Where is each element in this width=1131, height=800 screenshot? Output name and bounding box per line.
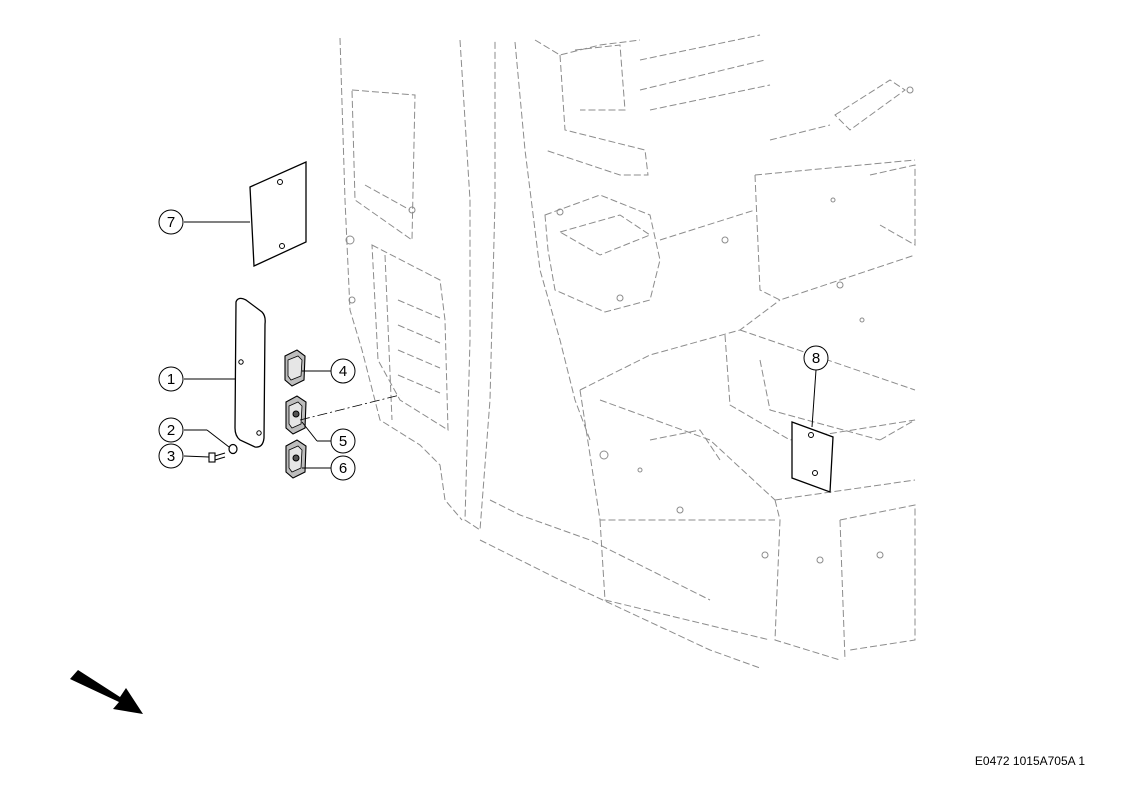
svg-text:7: 7 [167,214,175,231]
part-8-cover-plate [791,421,834,493]
callout-8: 8 [803,345,829,371]
svg-text:2: 2 [167,422,175,439]
svg-text:4: 4 [339,363,347,380]
reference-code: E0472 1015A705A 1 [974,754,1085,768]
svg-text:1: 1 [167,371,175,388]
callout-3: 3 [158,443,184,469]
part-1-panel [234,297,266,448]
callout-4: 4 [330,358,356,384]
callout-6: 6 [330,455,356,481]
part-7-cover-plate [249,160,307,267]
part-4-grommet [284,349,306,387]
part-2-washer [228,443,238,455]
svg-text:6: 6 [339,460,347,477]
part-6-grommet [285,439,307,479]
callout-2: 2 [158,417,184,443]
chassis-holes [345,86,914,564]
svg-text:5: 5 [339,433,347,450]
callout-1: 1 [158,366,184,392]
part-3-screw [208,452,226,463]
callout-5: 5 [330,428,356,454]
direction-arrow-icon [70,670,143,714]
svg-text:3: 3 [167,448,175,465]
svg-text:8: 8 [812,350,820,367]
chassis-outline [339,34,916,669]
leader-lines [183,221,817,469]
part-5-grommet [285,395,307,435]
callout-7: 7 [158,209,184,235]
assembly-line [299,394,401,421]
